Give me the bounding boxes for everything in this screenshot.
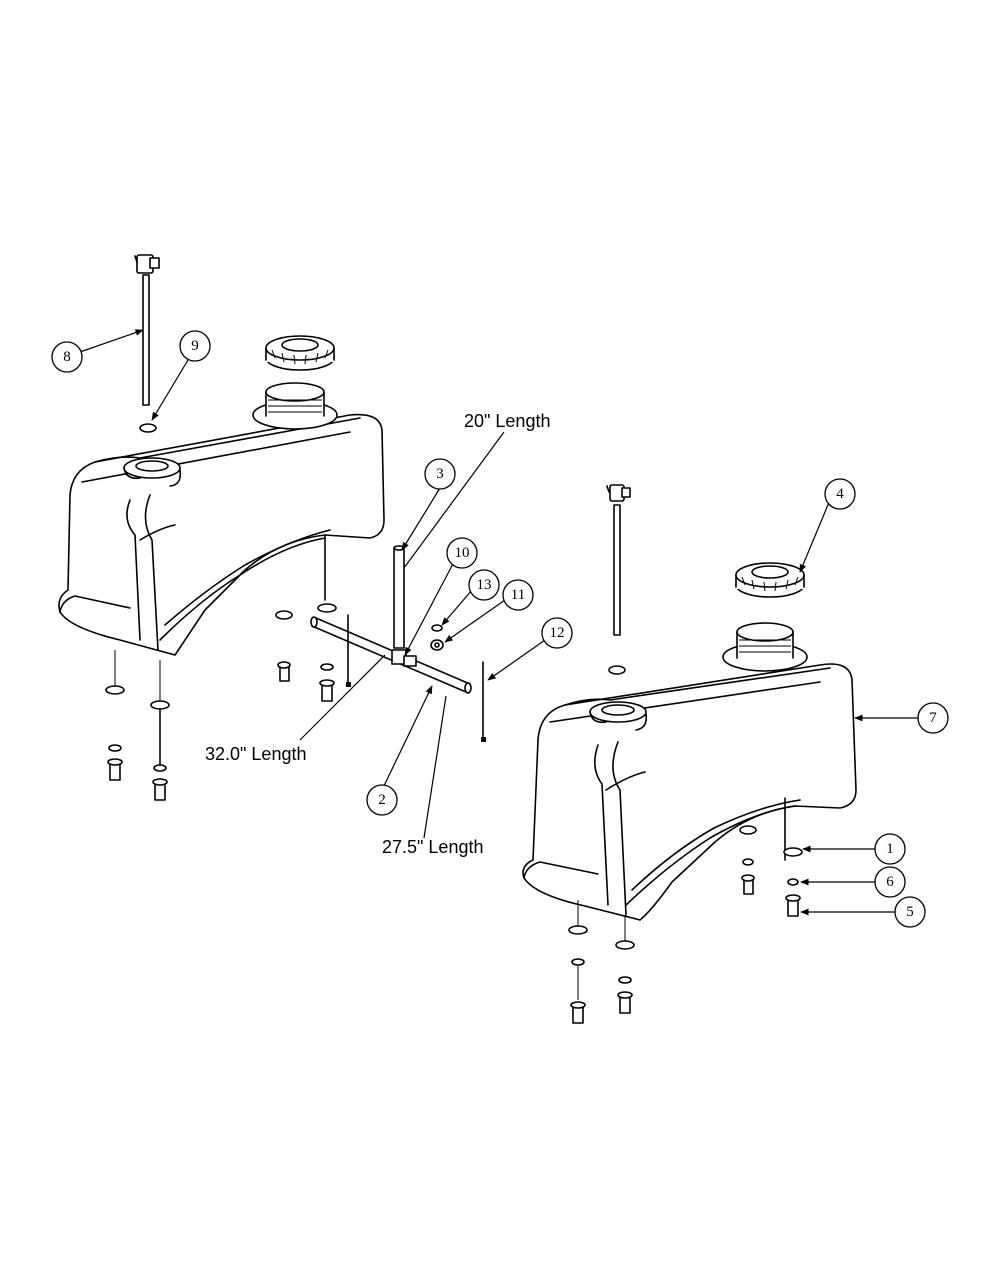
callout-11-label: 11 [511, 587, 525, 603]
callout-3-label: 3 [436, 466, 444, 482]
callout-4-label: 4 [836, 486, 844, 502]
callout-1: 1 [874, 833, 906, 865]
callout-6: 6 [874, 866, 906, 898]
callout-12: 12 [541, 617, 573, 649]
callout-2-label: 2 [378, 792, 386, 808]
left-hardware [105, 603, 337, 801]
right-hardware [568, 825, 803, 1024]
fuel-line-assembly [310, 545, 486, 742]
length-label-27-5: 27.5" Length [382, 837, 483, 857]
left-fuel-tank [58, 382, 385, 656]
callout-12-label: 12 [550, 625, 565, 641]
length-label-20: 20" Length [464, 411, 550, 431]
callout-9-label: 9 [191, 338, 199, 354]
callout-7-label: 7 [929, 710, 937, 726]
callout-5-label: 5 [906, 904, 914, 920]
callout-7: 7 [917, 702, 949, 734]
callout-2: 2 [366, 784, 398, 816]
callout-3: 3 [424, 458, 456, 490]
left-fuel-sender [134, 254, 160, 433]
callout-11: 11 [502, 579, 534, 611]
leader-lines [79, 329, 918, 916]
right-fuel-cap [735, 562, 805, 598]
callout-8: 8 [51, 341, 83, 373]
callout-13-label: 13 [477, 577, 492, 593]
callout-8-label: 8 [63, 349, 71, 365]
callout-10: 10 [446, 537, 478, 569]
callout-4: 4 [824, 478, 856, 510]
callout-1-label: 1 [886, 841, 894, 857]
callout-10-label: 10 [455, 545, 470, 561]
right-fuel-tank [522, 622, 857, 921]
callout-9: 9 [179, 330, 211, 362]
callout-13: 13 [468, 569, 500, 601]
callout-6-label: 6 [886, 874, 894, 890]
length-label-32: 32.0" Length [205, 744, 306, 764]
right-fuel-sender [606, 484, 631, 675]
left-fuel-cap [265, 335, 335, 371]
callout-5: 5 [894, 896, 926, 928]
